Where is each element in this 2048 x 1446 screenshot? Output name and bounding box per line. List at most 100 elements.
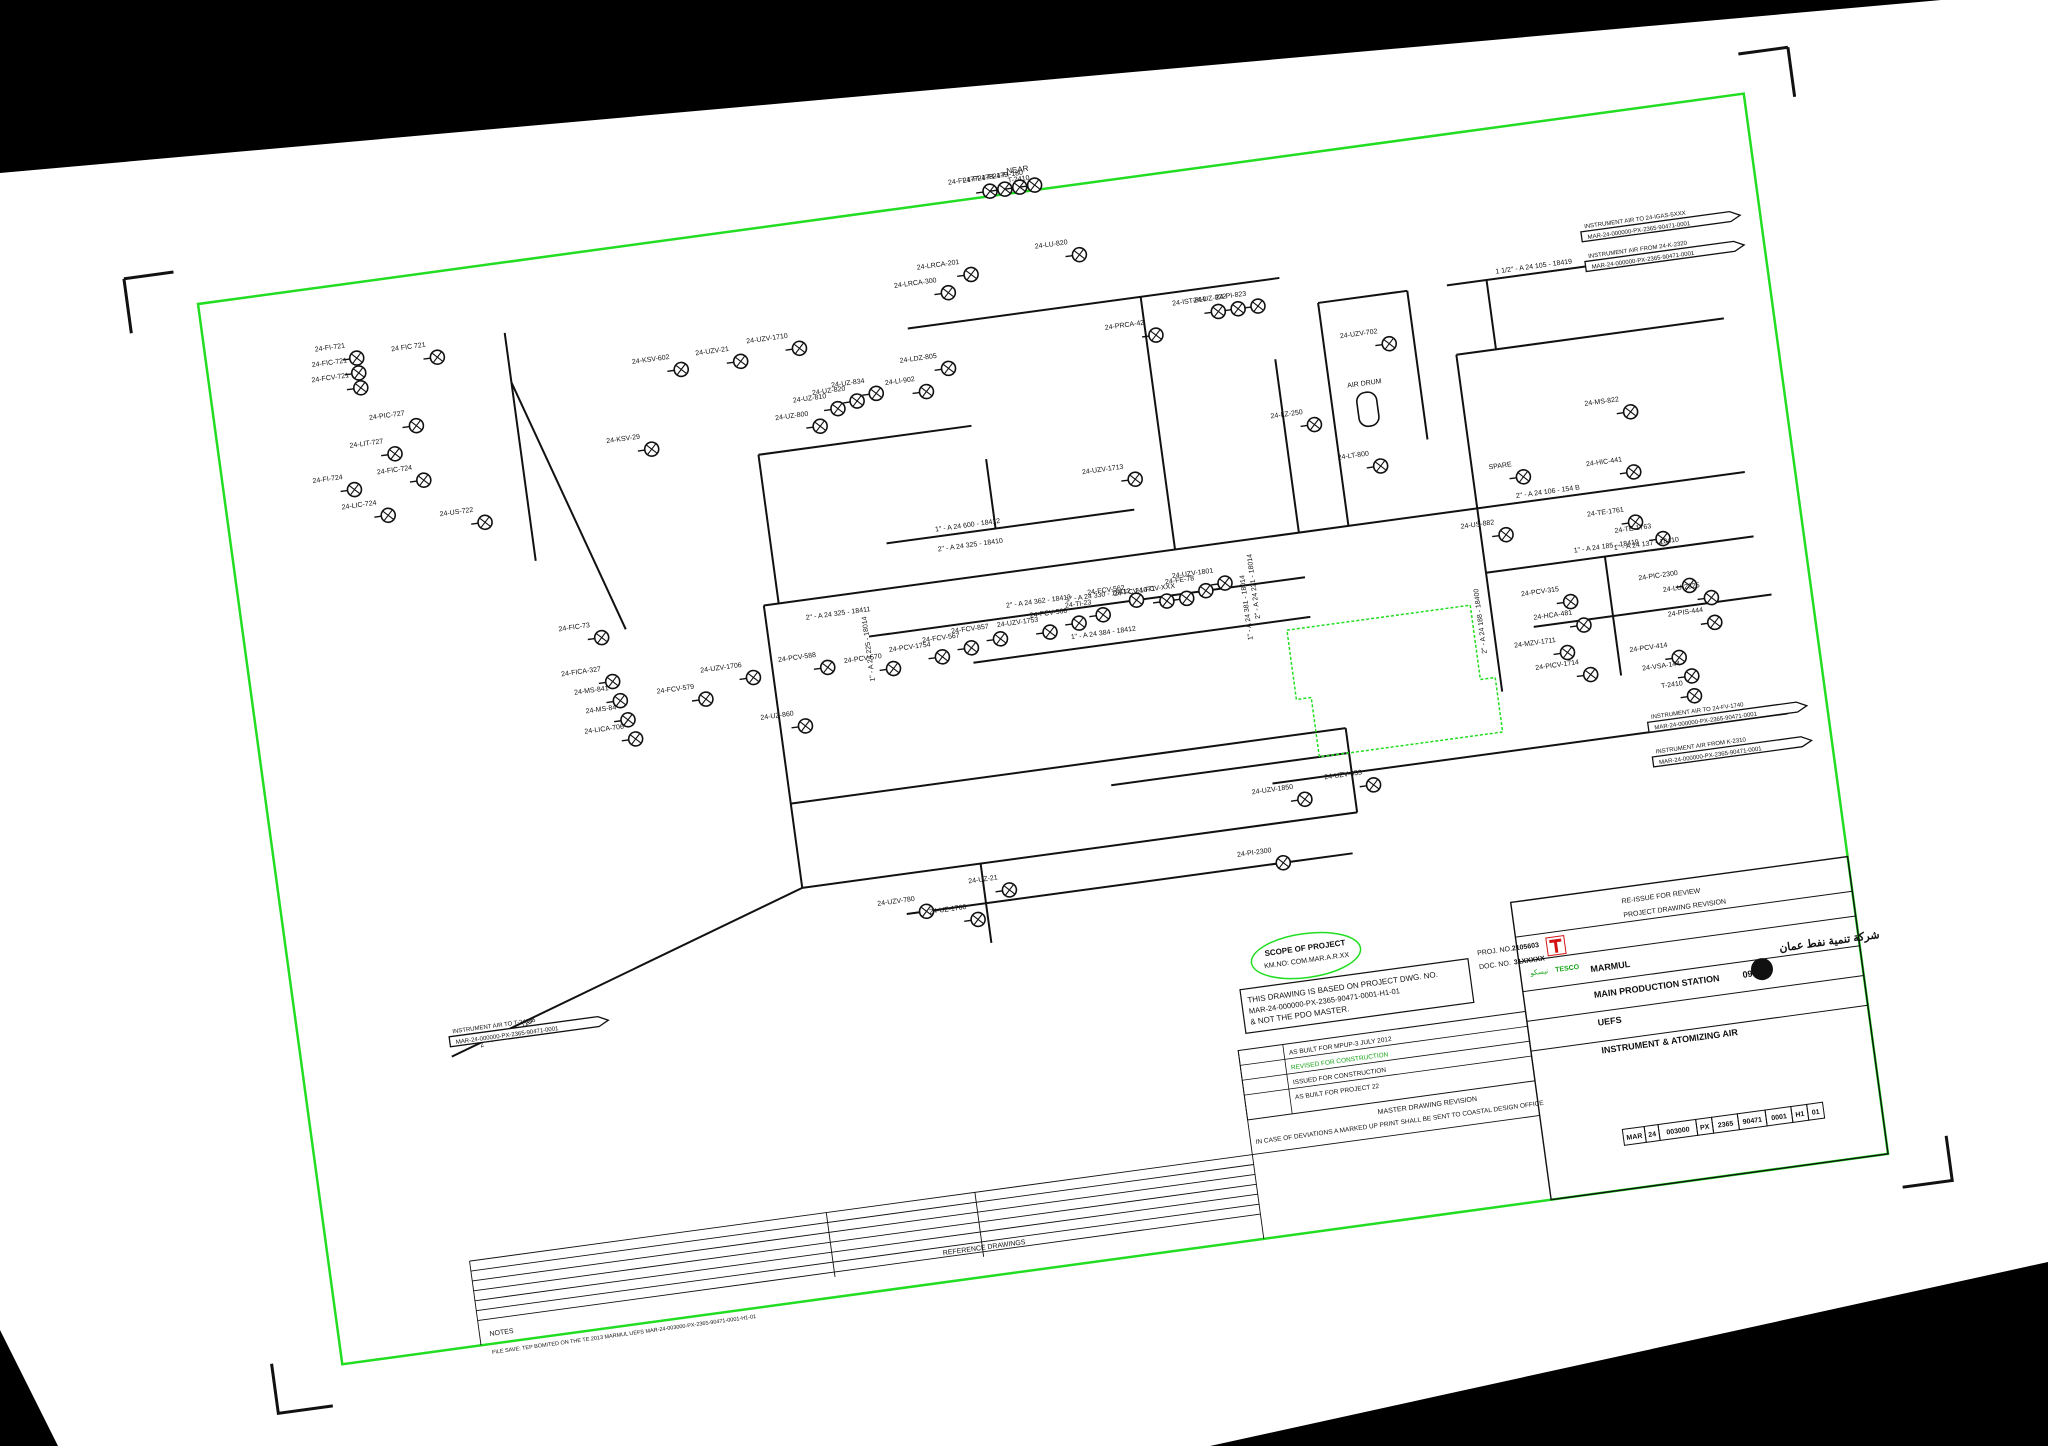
drawing-border	[196, 92, 1890, 1366]
instrument-bubble	[912, 903, 935, 920]
drawing-number-cell: 01	[1811, 1109, 1820, 1117]
instrument-tag: 24-FI-724	[312, 474, 343, 485]
instrument-bubble	[374, 507, 397, 524]
instrument-bubble	[471, 514, 493, 531]
instrument-bubble	[957, 266, 979, 283]
instrument-bubble	[1509, 469, 1532, 485]
drawing-number-cell: 0001	[1771, 1113, 1787, 1122]
instrument-bubble	[691, 691, 714, 707]
instrument-bubble	[928, 649, 951, 665]
instrument-bubble	[402, 417, 425, 434]
instrument-bubble	[1121, 471, 1143, 488]
instrument-bubble	[1020, 177, 1043, 193]
instrument-bubble	[342, 350, 365, 366]
air-drum: AIR DRUM	[1347, 378, 1382, 428]
instrument-tag: T-2410	[1661, 680, 1684, 690]
instrument-bubble	[614, 712, 636, 728]
instrument-tag: 24-FI-178	[963, 174, 994, 185]
instrument-bubble	[1141, 327, 1164, 343]
instrument-bubble	[1556, 593, 1579, 610]
instrument-bubble	[843, 393, 865, 409]
instrument-bubble	[1569, 617, 1592, 633]
instrument-tag: 24-UZ-810	[793, 393, 827, 404]
instrument-bubble	[587, 629, 610, 646]
instrument-bubble	[1269, 854, 1292, 871]
instrument-bubble	[986, 631, 1009, 647]
instrument-bubble	[785, 340, 808, 357]
instrument-tag: 24-LIC-724	[341, 500, 377, 512]
instrument-tag: 24-FI-721	[314, 343, 345, 354]
instrument-bubble	[964, 911, 986, 928]
instrument-tag: 24-UZ-834	[831, 378, 865, 389]
scope-of-project: SCOPE OF PROJECT KM.NO: COM.MAR.A.R.XX	[1250, 931, 1362, 980]
instrument-bubbles	[340, 177, 1723, 928]
near-label: NEAR	[1006, 164, 1029, 176]
instrument-tag: 24-FI-179	[977, 172, 1008, 183]
notes-label: NOTES	[489, 1328, 514, 1338]
instrument-tag: 24-MS-822	[1584, 396, 1619, 408]
instrument-bubble	[934, 284, 957, 301]
instrument-tag: 24-PI-2300	[1237, 847, 1272, 859]
proj-no: 2105603	[1512, 942, 1540, 953]
instrument-tag: 24-UZ-800	[775, 411, 809, 422]
instrument-tag: 24-PIS-444	[1667, 607, 1703, 619]
instrument-bubble	[791, 718, 814, 734]
instrument-tag: 24-LT-800	[1337, 450, 1369, 461]
offpage-connector: INSTRUMENT AIR TO 24-FV-1740MAR-24-00000…	[1646, 701, 1809, 733]
tesco-arabic: تيسكو	[1529, 967, 1549, 977]
instrument-bubble	[1243, 298, 1266, 314]
instrument-tag: 24-FI-180	[992, 170, 1023, 181]
instrument-bubble	[1675, 577, 1698, 594]
instrument-tag: 24-UZ-1760	[929, 904, 967, 916]
instrument-bubble	[1122, 592, 1145, 608]
instrument-tag: 24-UZ-21	[968, 874, 998, 885]
drawing-number-cell: 2365	[1717, 1120, 1733, 1129]
instrument-bubble	[1665, 649, 1687, 666]
instrument-bubble	[1619, 464, 1642, 480]
pipe-network	[451, 258, 1788, 1058]
highlighted-modification-area	[1286, 604, 1504, 758]
instrument-bubble	[1576, 666, 1599, 683]
instrument-tag: 24-UZV-21	[695, 346, 730, 358]
instrument-bubble	[739, 669, 762, 686]
instrument-tag: 24-FIC-73	[558, 622, 590, 633]
drawing-note: THIS DRAWING IS BASED ON PROJECT DWG. NO…	[1239, 958, 1475, 1035]
instrument-bubble	[1290, 791, 1313, 808]
air-drum-label: AIR DRUM	[1347, 378, 1382, 390]
drawing-number-cell: H1	[1795, 1111, 1805, 1119]
crop-marks	[122, 45, 1954, 1415]
instrument-bubble	[1036, 624, 1058, 640]
instrument-bubble	[621, 731, 644, 747]
instrument-bubble	[1172, 590, 1195, 607]
instrument-tag: 24-PI-823	[1215, 291, 1247, 302]
instrument-tag: 24-TE-1763	[1614, 523, 1652, 535]
instrument-bubble	[637, 441, 660, 457]
instrument-bubble	[1211, 575, 1233, 591]
instrument-bubble	[423, 349, 446, 366]
instrument-bubble	[1649, 530, 1671, 547]
instrument-tag: 24-MS-84	[585, 704, 617, 715]
tesco-logo: تيسكو TESCO	[1529, 935, 1580, 978]
drawing-number-cell: 003000	[1666, 1126, 1690, 1136]
instrument-bubble	[879, 660, 902, 677]
instrument-bubble	[1616, 403, 1639, 420]
pdo-logo	[1750, 958, 1773, 981]
instrument-tag: 24-LIT-727	[349, 438, 384, 450]
instrument-tag: 24-UZ-820	[812, 385, 846, 396]
instrument-tag: 24-FI-177	[948, 176, 979, 187]
drawing-number-cell: MAR	[1626, 1133, 1643, 1142]
instrument-bubble	[409, 472, 432, 488]
instrument-tag: 24-LI-902	[885, 376, 916, 387]
instrument-bubble	[1065, 246, 1088, 263]
instrument-bubble	[1700, 614, 1723, 631]
instrument-bubble	[806, 418, 828, 435]
instrument-bubble	[1089, 606, 1111, 623]
instrument-bubble	[726, 353, 749, 370]
instrument-bubble	[344, 365, 367, 381]
instrument-bubble	[1492, 526, 1514, 543]
proj-no-label: PROJ. NO.	[1477, 946, 1513, 958]
instrument-tag: SPARE	[1488, 461, 1512, 471]
drawing-number-cell: PX	[1700, 1124, 1711, 1132]
instrument-bubble	[990, 181, 1013, 197]
